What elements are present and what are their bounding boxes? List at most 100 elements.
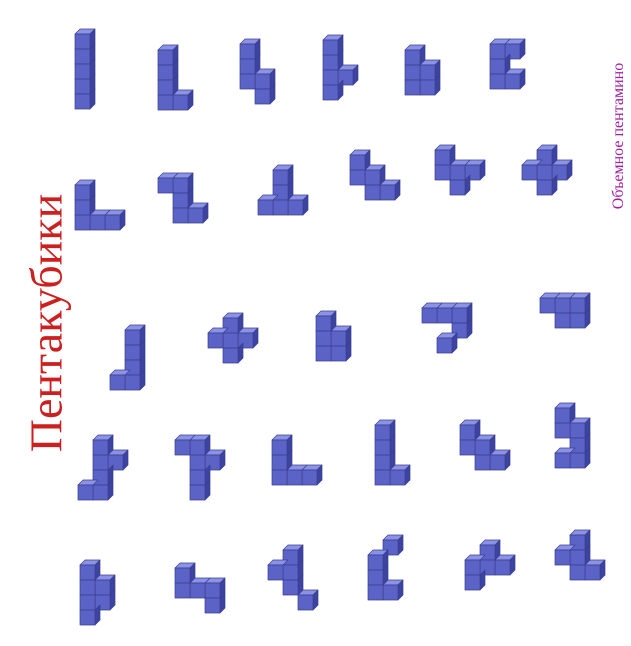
cube-front-face	[390, 470, 405, 485]
cube-front-face	[323, 55, 338, 70]
cube-front-face	[75, 200, 90, 215]
cube	[158, 95, 173, 110]
cube-front-face	[80, 610, 95, 625]
cube-front-face	[75, 34, 90, 49]
cube	[437, 333, 457, 353]
pentacube-piece	[175, 435, 225, 500]
cube-front-face	[173, 193, 188, 208]
cube-front-face	[375, 455, 390, 470]
cube	[288, 195, 308, 215]
cube-front-face	[158, 178, 173, 193]
pentacube-piece	[80, 560, 115, 625]
cube-front-face	[80, 595, 95, 610]
cube-front-face	[75, 49, 90, 64]
cube	[80, 560, 100, 580]
cube-front-face	[540, 298, 555, 313]
cube	[368, 550, 388, 570]
cube	[273, 165, 293, 185]
cube-front-face	[490, 44, 505, 59]
cube	[405, 80, 420, 95]
cube-front-face	[93, 440, 108, 455]
cube	[405, 45, 425, 65]
cube-front-face	[75, 79, 90, 94]
cube-front-face	[273, 170, 288, 185]
cube	[205, 578, 225, 598]
cube	[272, 435, 292, 455]
cube-front-face	[190, 485, 205, 500]
cube-front-face	[323, 85, 338, 100]
pentacube-piece	[368, 535, 403, 600]
cube-front-face	[522, 165, 537, 180]
cube-front-face	[537, 180, 552, 195]
cube	[323, 35, 343, 55]
cube-front-face	[95, 580, 110, 595]
cube	[272, 470, 287, 485]
cube	[316, 346, 331, 361]
cube	[240, 39, 260, 59]
cube	[420, 60, 440, 80]
cube-front-face	[90, 215, 105, 230]
cube-front-face	[173, 208, 188, 223]
cube-front-face	[323, 70, 338, 85]
cube-front-face	[555, 453, 570, 468]
cube	[555, 423, 570, 438]
cube	[505, 69, 525, 89]
cube-front-face	[283, 580, 298, 595]
cube-front-face	[273, 200, 288, 215]
cube-front-face	[78, 485, 93, 500]
cube-front-face	[420, 80, 435, 95]
cube-front-face	[240, 74, 255, 89]
cube	[331, 326, 351, 346]
cube	[190, 435, 210, 455]
cube-front-face	[452, 308, 467, 323]
cube-front-face	[75, 64, 90, 79]
cube	[105, 210, 125, 230]
cube-front-face	[288, 200, 303, 215]
cube	[375, 470, 390, 485]
cube-front-face	[405, 80, 420, 95]
cube-front-face	[505, 74, 520, 89]
cube	[350, 170, 365, 185]
pentacube-piece	[316, 311, 351, 361]
cube-front-face	[316, 316, 331, 331]
cube	[93, 455, 108, 470]
cube-front-face	[555, 550, 570, 565]
cube-front-face	[437, 308, 452, 323]
cube-front-face	[570, 313, 585, 328]
cube-front-face	[350, 155, 365, 170]
cube-front-face	[475, 455, 490, 470]
cube	[190, 455, 205, 470]
cube-front-face	[188, 208, 203, 223]
cube-front-face	[255, 74, 270, 89]
cube-front-face	[495, 560, 510, 575]
cube	[435, 145, 455, 165]
cube	[316, 311, 336, 331]
pentacube-piece	[272, 435, 322, 485]
cube	[368, 585, 383, 600]
pentacube-piece	[405, 45, 440, 95]
pentacube-piece	[75, 180, 125, 230]
cube	[175, 563, 195, 583]
cube	[350, 150, 370, 170]
cube-front-face	[205, 583, 220, 598]
cube	[323, 70, 338, 85]
cube	[495, 555, 515, 575]
pentacube-piece	[240, 39, 275, 104]
cube	[570, 293, 590, 313]
cube	[95, 575, 115, 595]
cube-front-face	[105, 215, 120, 230]
cube-front-face	[175, 568, 190, 583]
cube-front-face	[375, 440, 390, 455]
cube	[273, 200, 288, 215]
cube	[175, 583, 190, 598]
pentacube-piece	[158, 173, 208, 223]
cube-front-face	[298, 595, 313, 610]
cube-front-face	[460, 425, 475, 440]
cube	[570, 418, 590, 438]
cube-front-face	[570, 453, 585, 468]
pentacube-piece	[208, 313, 258, 363]
cube-front-face	[555, 313, 570, 328]
pentacube-piece	[555, 530, 605, 580]
cube-front-face	[190, 455, 205, 470]
cube-front-face	[435, 150, 450, 165]
